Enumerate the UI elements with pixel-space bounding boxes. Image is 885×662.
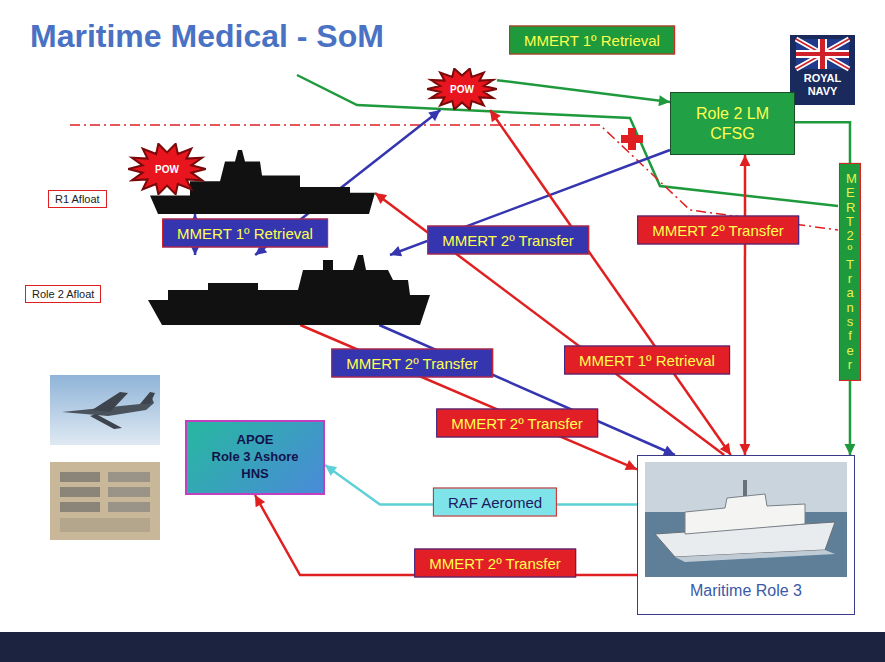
- node-label: Role 2 LM CFSG: [683, 104, 783, 142]
- footer-bar: [0, 632, 885, 662]
- edge-label: RAF Aeromed: [448, 494, 542, 511]
- edge-label-box: MERT 2º Transfer: [839, 163, 861, 381]
- ship-hull: [148, 255, 430, 325]
- edge-label-box: MMERT 2º Transfer: [427, 226, 589, 255]
- ship-tag: Role 2 Afloat: [25, 285, 101, 303]
- building: [60, 518, 150, 532]
- node-label: R1 Afloat: [55, 193, 100, 205]
- aircraft-tail: [140, 392, 155, 404]
- node-label: HNS: [241, 466, 268, 483]
- edge-label: MMERT 2º Transfer: [652, 222, 784, 239]
- coast-line: [297, 75, 838, 206]
- edge-label-box: MMERT 2º Transfer: [414, 549, 576, 578]
- facility-box: APOERole 3 AshoreHNS: [185, 420, 325, 495]
- red-cross-bar: [621, 135, 643, 143]
- union-flag-saltire: [796, 39, 849, 69]
- ship-hull: [150, 150, 375, 214]
- building: [108, 487, 150, 497]
- ship-silhouette: [148, 255, 430, 325]
- connector-arrow: [744, 155, 747, 455]
- edge-label: MMERT 1º Retrieval: [524, 32, 660, 49]
- logo-text: ROYAL NAVY: [792, 72, 853, 97]
- building: [60, 472, 100, 482]
- building: [60, 502, 100, 512]
- edge-label-box: MMERT 2º Transfer: [637, 216, 799, 245]
- node-label: Maritime Role 3: [690, 582, 802, 600]
- photo-ground: [50, 462, 160, 540]
- node-label: Role 3 Ashore: [212, 449, 299, 466]
- connector-arrow: [379, 325, 675, 455]
- edge-label: MMERT 2º Transfer: [451, 415, 583, 432]
- union-flag-saltire: [796, 39, 849, 69]
- ship-superstructure: [685, 494, 805, 534]
- edge-label-box: RAF Aeromed: [433, 488, 557, 517]
- diagram-title: Maritime Medical - SoM: [30, 18, 384, 55]
- node-label: APOE: [237, 432, 274, 449]
- hospital-ship-box: Maritime Role 3: [637, 455, 855, 615]
- ship-tag: R1 Afloat: [48, 190, 107, 208]
- edge-label-box: MMERT 2º Transfer: [331, 349, 493, 378]
- edge-label: MMERT 1º Retrieval: [579, 352, 715, 369]
- edge-label: MMERT 2º Transfer: [346, 355, 478, 372]
- aircraft-photo: [50, 375, 160, 445]
- logo-ground: [790, 35, 855, 105]
- starburst-shape: [427, 69, 497, 110]
- ship-wake: [675, 550, 835, 562]
- pow-starburst: POW: [128, 143, 206, 195]
- royal-navy-logo: [790, 35, 855, 105]
- edge-label: MMERT 2º Transfer: [429, 555, 561, 572]
- edge-label-box: MMERT 1º Retrieval: [162, 219, 328, 248]
- node-label: POW: [155, 164, 179, 175]
- node-label: POW: [450, 84, 474, 95]
- building: [60, 487, 100, 497]
- union-flag-cross: [796, 52, 849, 56]
- node-label: Role 2 Afloat: [32, 288, 94, 300]
- facility-box: Role 2 LM CFSG: [670, 92, 795, 155]
- building: [108, 502, 150, 512]
- aircraft-wing: [90, 392, 128, 429]
- connector-arrow: [490, 110, 731, 455]
- edge-label: MERT 2º Transfer: [846, 172, 854, 372]
- connector-arrow: [497, 80, 670, 102]
- ship-photo: [645, 462, 847, 577]
- ship-node: Role 2 Afloat: [148, 255, 430, 325]
- edge-label-box: MMERT 1º Retrieval: [509, 26, 675, 55]
- edge-label: MMERT 2º Transfer: [442, 232, 574, 249]
- building: [108, 472, 150, 482]
- photo-sky: [50, 375, 160, 445]
- ship-mast: [743, 480, 747, 496]
- edge-label-box: MMERT 1º Retrieval: [564, 346, 730, 375]
- red-cross-symbol: [621, 128, 643, 150]
- edge-label: MMERT 1º Retrieval: [177, 225, 313, 242]
- pow-starburst: POW: [427, 68, 497, 110]
- airbase-photo: [50, 462, 160, 540]
- union-flag: [796, 39, 849, 69]
- edge-label-box: MMERT 2º Transfer: [436, 409, 598, 438]
